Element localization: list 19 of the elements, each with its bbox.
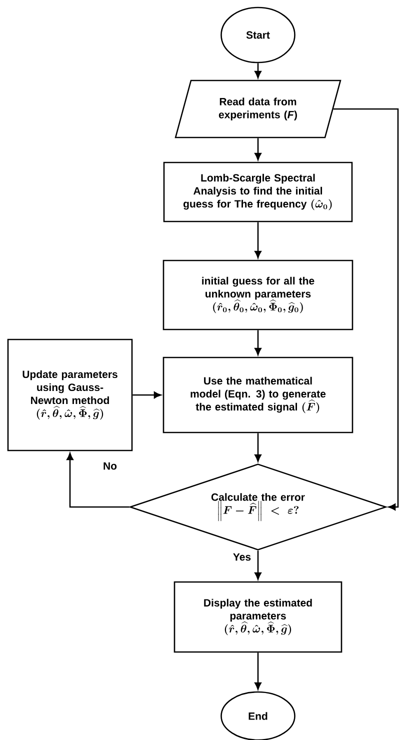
process-box: Update parameters using Gauss-Newton method $(\hat{r}, \widehat{\theta}, \hat{\omega}, \widehat{\Phi}, \widehat{g})$ — [7, 338, 133, 452]
arrow — [66, 452, 130, 508]
input-parallelogram: Read data from experiments (F) — [174, 80, 342, 138]
arrow — [254, 330, 262, 356]
arrow — [254, 550, 262, 580]
process-box: initial guess for all the unknown parameters $(\hat{r}_0, \widehat{\theta}_0, \hat{\omega}_0, \widehat{\Phi}_0, \widehat{g}_0)$ — [162, 260, 354, 330]
process-box: Use the mathematical model (Eqn. 3) to generate the estimated signal $(\widehat{F})$ — [162, 356, 354, 434]
process-box: Display the estimated parameters $(\hat{r}, \widehat{\theta}, \hat{\omega}, \widehat{\Phi}, \widehat{g})$ — [174, 581, 342, 653]
arrow — [333, 108, 399, 510]
arrow — [254, 138, 262, 160]
arrow — [254, 222, 262, 258]
process-box: Lomb-Scargle Spectral Analysis to find the initial guess for The frequency $(\hat{\omega}_0)$ — [163, 162, 353, 222]
arrow — [254, 433, 262, 462]
start-oval: Start — [220, 6, 296, 64]
arrow — [254, 652, 262, 690]
arrow — [254, 63, 262, 78]
edge-label: No — [102, 461, 118, 471]
edge-label: Yes — [232, 552, 252, 562]
arrow — [132, 392, 162, 398]
